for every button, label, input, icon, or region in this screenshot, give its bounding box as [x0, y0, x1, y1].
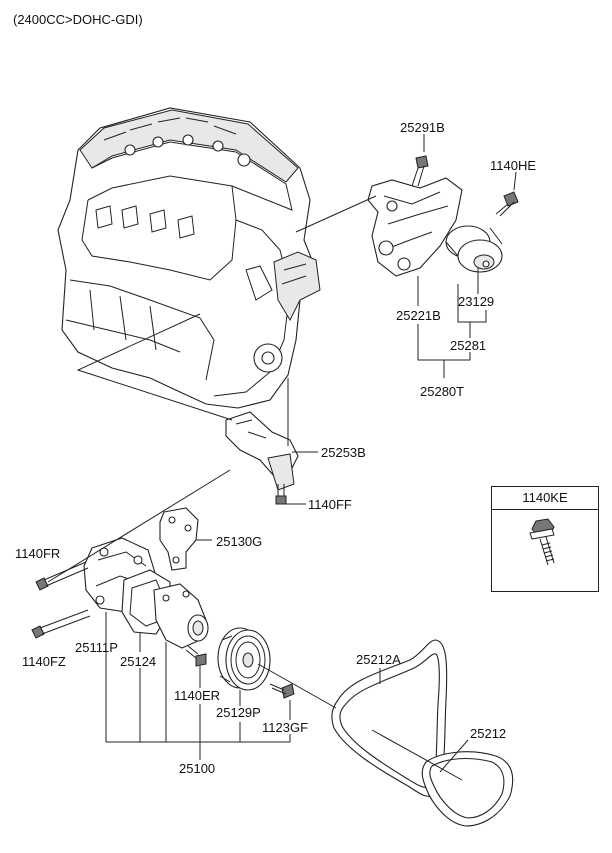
engine-spec-header: (2400CC>DOHC-GDI) — [13, 12, 143, 27]
engine-assembly — [57, 107, 321, 409]
gasket-25130g — [159, 507, 199, 571]
label-25212[interactable]: 25212 — [470, 726, 507, 741]
label-1140ff[interactable]: 1140FF — [308, 497, 352, 512]
bracket-25253b — [225, 411, 299, 505]
hardware-legend-box: 1140KE — [491, 486, 599, 592]
label-1140he[interactable]: 1140HE — [490, 158, 537, 173]
label-1123gf[interactable]: 1123GF — [262, 720, 309, 735]
water-pump-assembly — [83, 537, 209, 667]
belt-25212 — [421, 751, 514, 827]
label-25100[interactable]: 25100 — [179, 761, 216, 776]
legend-box-title[interactable]: 1140KE — [492, 487, 598, 510]
label-25129p[interactable]: 25129P — [216, 705, 261, 720]
pulley-25129p — [217, 627, 271, 691]
label-25111p[interactable]: 25111P — [75, 640, 118, 655]
label-25124[interactable]: 25124 — [120, 654, 157, 669]
label-1140fz[interactable]: 1140FZ — [22, 654, 66, 669]
label-25130g[interactable]: 25130G — [216, 534, 263, 549]
leader-lines — [47, 134, 517, 781]
label-1140fr[interactable]: 1140FR — [15, 546, 61, 561]
label-25221b[interactable]: 25221B — [396, 308, 441, 323]
bolt-1140fr — [35, 561, 89, 591]
label-1140er[interactable]: 1140ER — [174, 688, 221, 703]
label-25281[interactable]: 25281 — [450, 338, 487, 353]
label-25280t[interactable]: 25280T — [420, 384, 465, 399]
label-25212a[interactable]: 25212A — [356, 652, 401, 667]
label-25291b[interactable]: 25291B — [400, 120, 445, 135]
label-25253b[interactable]: 25253B — [321, 445, 366, 460]
flange-bolt-icon — [529, 518, 555, 566]
bolt-1123gf — [269, 683, 295, 699]
tensioner-assembly — [367, 155, 519, 277]
bolt-1140fz — [31, 609, 91, 639]
label-23129[interactable]: 23129 — [458, 294, 495, 309]
